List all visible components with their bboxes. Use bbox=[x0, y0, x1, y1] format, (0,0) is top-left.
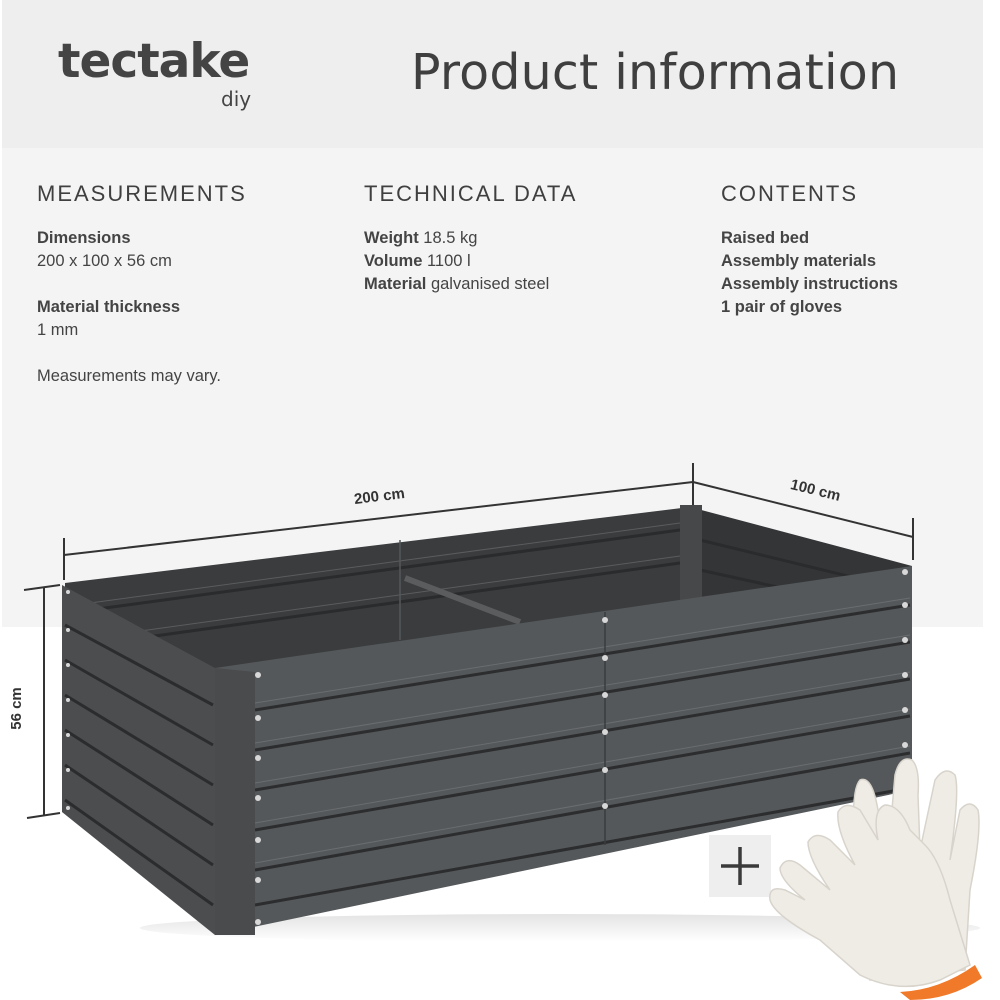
brand-logo-sub: diy bbox=[221, 87, 252, 111]
plus-icon bbox=[721, 847, 759, 885]
technical-heading: TECHNICAL DATA bbox=[364, 181, 578, 206]
brand-logo: tectake bbox=[58, 34, 250, 89]
gloves-image bbox=[769, 758, 982, 1000]
thickness-value: 1 mm bbox=[37, 321, 79, 339]
contents-heading: CONTENTS bbox=[721, 181, 858, 206]
contents-item: Assembly instructions bbox=[721, 275, 898, 293]
tech-value: galvanised steel bbox=[430, 275, 550, 293]
contents-item: Raised bed bbox=[721, 229, 810, 247]
page-title: Product information bbox=[411, 44, 900, 101]
tech-value: 1100 l bbox=[426, 252, 471, 270]
contents-section: CONTENTS Raised bed Assembly materials A… bbox=[721, 183, 898, 319]
technical-section: TECHNICAL DATA Weight 18.5 kg Volume 110… bbox=[364, 183, 577, 296]
thickness-label: Material thickness bbox=[37, 298, 181, 316]
height-dimension-label: 56 cm bbox=[7, 687, 25, 730]
dimensions-label: Dimensions bbox=[37, 229, 131, 247]
header-band bbox=[2, 0, 983, 148]
plus-badge bbox=[709, 835, 771, 897]
measurements-heading: MEASUREMENTS bbox=[37, 181, 247, 206]
measurements-note: Measurements may vary. bbox=[37, 367, 221, 385]
tech-row: Weight 18.5 kg bbox=[364, 227, 577, 250]
tech-value: 18.5 kg bbox=[423, 229, 478, 247]
tech-row: Volume 1100 l bbox=[364, 250, 577, 273]
dimensions-value: 200 x 100 x 56 cm bbox=[37, 252, 172, 270]
contents-item: 1 pair of gloves bbox=[721, 298, 843, 316]
tech-row: Material galvanised steel bbox=[364, 273, 577, 296]
measurements-section: MEASUREMENTS Dimensions 200 x 100 x 56 c… bbox=[37, 183, 247, 388]
contents-item: Assembly materials bbox=[721, 252, 877, 270]
tech-label: Material bbox=[364, 275, 427, 293]
tech-label: Weight bbox=[364, 229, 419, 247]
tech-label: Volume bbox=[364, 252, 423, 270]
